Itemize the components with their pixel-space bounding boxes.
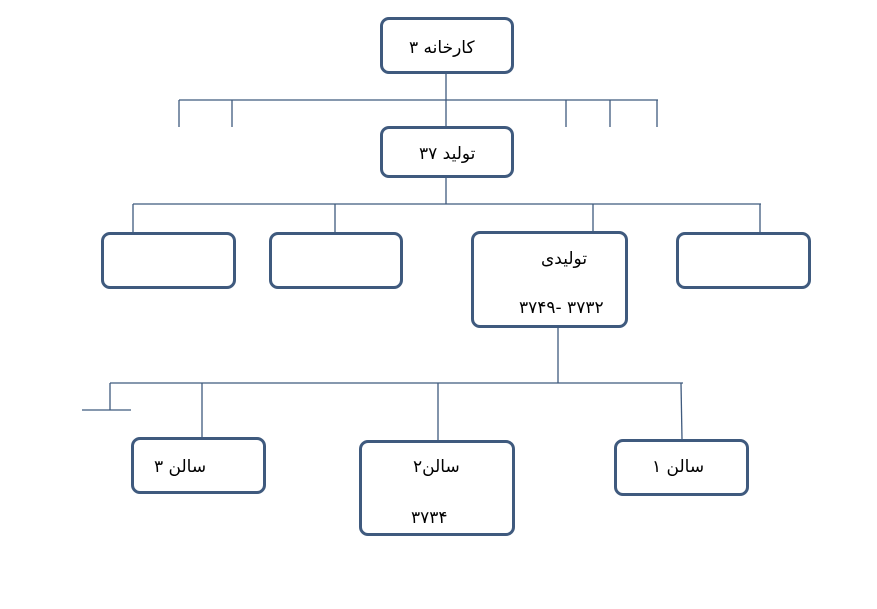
- org-node-unit-1: [101, 232, 236, 289]
- org-node-production: تولیدی ۳۷۴۹- ۳۷۳۲: [471, 231, 628, 328]
- connector: [680, 382, 683, 440]
- org-node-factory: کارخانه ۳: [380, 17, 514, 74]
- node-label: تولید ۳۷: [419, 144, 476, 164]
- node-label: سالن ۳: [154, 457, 207, 477]
- node-label: سالن۲: [413, 457, 460, 477]
- node-label: سالن ۱: [652, 457, 705, 477]
- node-code: ۳۷۳۴: [411, 508, 448, 528]
- node-title: تولیدی: [541, 249, 588, 269]
- org-node-hall-1: سالن ۱: [614, 439, 749, 496]
- node-label: کارخانه ۳: [409, 38, 475, 58]
- org-node-unit-2: [269, 232, 403, 289]
- org-node-department: تولید ۳۷: [380, 126, 514, 178]
- org-node-hall-3: سالن ۳: [131, 437, 266, 494]
- org-node-unit-4: [676, 232, 811, 289]
- org-node-hall-2: سالن۲ ۳۷۳۴: [359, 440, 515, 536]
- node-code: ۳۷۴۹- ۳۷۳۲: [519, 298, 604, 318]
